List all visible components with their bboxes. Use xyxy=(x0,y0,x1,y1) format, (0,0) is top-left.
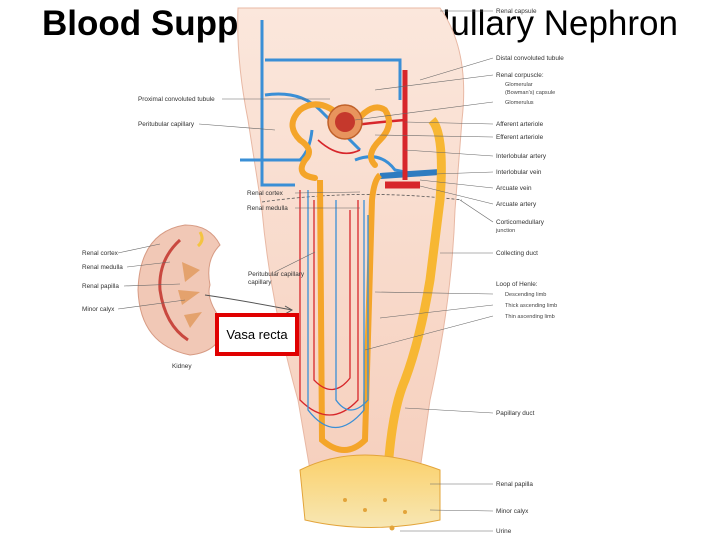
label-corticomedullary: Corticomedullary xyxy=(496,219,545,226)
vasa-recta-highlight-box: Vasa recta xyxy=(215,313,299,356)
vasa-recta xyxy=(299,190,369,428)
label-glomerular: Glomerular xyxy=(505,82,533,88)
label-urine: Urine xyxy=(496,528,512,535)
renal-papilla xyxy=(299,454,441,528)
label-junction: junction xyxy=(495,228,515,234)
label-peritubular-capillary: Peritubular capillary xyxy=(138,121,195,128)
label-papillary-duct: Papillary duct xyxy=(496,410,535,417)
label-glomerulus: Glomerulus xyxy=(505,100,534,106)
label-minor-calyx: Minor calyx xyxy=(496,508,529,515)
label-efferent-arteriole: Efferent arteriole xyxy=(496,134,544,141)
glomerulus xyxy=(335,112,355,132)
label-capillary-2: capillary xyxy=(248,279,272,286)
label-renal-capsule: Renal capsule xyxy=(496,8,537,15)
label-collecting-duct: Collecting duct xyxy=(496,250,538,257)
label-renal-papilla: Renal papilla xyxy=(496,481,533,488)
label-arcuate-vein: Arcuate vein xyxy=(496,185,532,192)
urine-drops xyxy=(343,498,407,531)
label-bowmans-capsule: (Bowman's) capsule xyxy=(505,90,555,96)
label-descending-limb: Descending limb xyxy=(505,292,546,298)
label-distal-tubule: Distal convoluted tubule xyxy=(496,55,564,62)
left-leader-lines xyxy=(117,98,361,310)
arteries xyxy=(317,70,420,189)
loop-of-henle xyxy=(317,172,383,453)
label-afferent-arteriole: Afferent arteriole xyxy=(496,121,544,128)
label-kidney-cortex: Renal cortex xyxy=(82,250,119,257)
label-thick-ascending-limb: Thick ascending limb xyxy=(505,303,557,309)
label-kidney-papilla: Renal papilla xyxy=(82,283,119,290)
label-interlobular-artery: Interlobular artery xyxy=(496,153,547,160)
right-leader-lines xyxy=(354,10,494,532)
kidney-inset xyxy=(137,224,294,356)
label-renal-cortex: Renal cortex xyxy=(247,190,284,197)
label-arcuate-artery: Arcuate artery xyxy=(496,201,537,208)
proximal-tubule xyxy=(289,101,392,181)
label-kidney-medulla: Renal medulla xyxy=(82,264,123,271)
label-interlobular-vein: Interlobular vein xyxy=(496,169,542,176)
label-peritubular-capillary-2: Peritubular capillary xyxy=(248,271,305,278)
vasa-recta-label: Vasa recta xyxy=(226,327,288,342)
interlobular-vein xyxy=(379,169,441,179)
collecting-duct xyxy=(383,117,446,471)
label-kidney: Kidney xyxy=(172,363,192,370)
label-minor-calyx-left: Minor calyx xyxy=(82,306,115,313)
label-proximal-tubule: Proximal convoluted tubule xyxy=(138,96,215,103)
label-renal-medulla: Renal medulla xyxy=(247,205,288,212)
label-thin-ascending-limb: Thin ascending limb xyxy=(505,314,555,320)
label-loop-of-henle: Loop of Henle: xyxy=(496,281,538,288)
label-renal-corpuscle: Renal corpuscle: xyxy=(496,72,544,79)
